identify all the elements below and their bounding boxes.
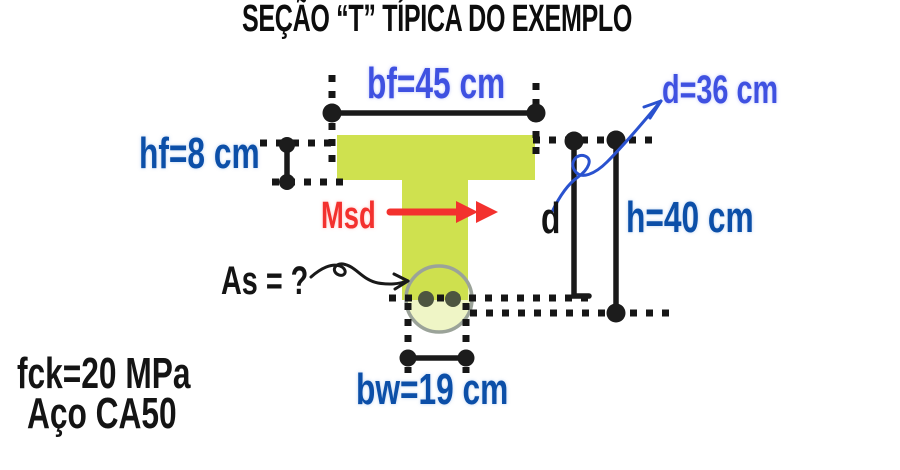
- total-height-label: h=40 cm: [626, 193, 754, 242]
- effective-depth-callout-label: d=36 cm: [662, 68, 779, 112]
- msd-arrow: [386, 201, 498, 223]
- d-dimension-line: [571, 138, 592, 299]
- rebar-dot: [418, 291, 434, 307]
- web-width-label: bw=19 cm: [356, 365, 509, 414]
- concrete-strength-label: fck=20 MPa: [17, 349, 191, 398]
- moment-label: Msd: [321, 195, 376, 237]
- as-callout-arrow: [309, 262, 410, 291]
- steel-grade-label: Aço CA50: [27, 389, 177, 438]
- rebar-dots: [418, 291, 461, 307]
- page-title: SEÇÃO “T” TÍPICA DO EXEMPLO: [242, 0, 633, 40]
- dimension-endpoint-dots: [279, 103, 626, 367]
- flange-thickness-label: hf=8 cm: [139, 129, 260, 178]
- rebar-dot: [445, 291, 461, 307]
- steel-area-label: As = ?: [221, 259, 309, 303]
- flange-width-label: bf=45 cm: [367, 59, 506, 108]
- effective-depth-line-label: d: [541, 194, 561, 243]
- t-section-shape: [337, 135, 535, 300]
- d-callout-arrow: [550, 99, 663, 214]
